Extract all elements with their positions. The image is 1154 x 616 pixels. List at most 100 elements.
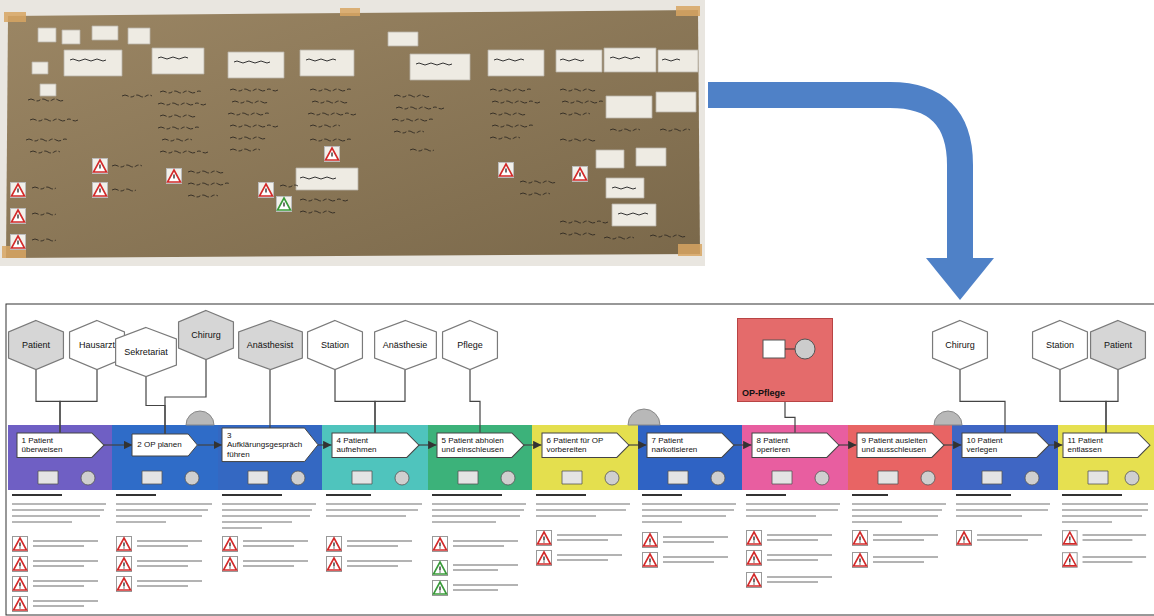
step-label: 9 Patient ausleiten und ausschleusen (862, 436, 928, 454)
photo-wall (0, 0, 705, 266)
connector (785, 402, 795, 433)
risk-item (117, 577, 203, 592)
connector (146, 377, 165, 434)
hexagon-shape (238, 321, 302, 370)
diagram-frame (6, 304, 1154, 615)
warning-icon (11, 209, 26, 224)
risk-item (433, 537, 519, 552)
connector (165, 360, 206, 434)
process-step: 2 OP planen (132, 434, 197, 456)
hexagon-shape (308, 321, 363, 370)
system-symbol (795, 339, 815, 359)
actor-hexagon: Station (1032, 320, 1088, 370)
risk-item (13, 597, 99, 612)
connector (1106, 370, 1118, 433)
phase-band (848, 425, 952, 490)
step-label: 1 Patient überweisen (22, 436, 88, 454)
hexagon-shape (1091, 321, 1146, 370)
actor-hexagon: Patient (1090, 320, 1146, 370)
warning-icon (167, 169, 182, 184)
hexagon-shape (9, 321, 64, 370)
role-panel: OP-Pflege (737, 318, 833, 402)
actor-hexagon: Sekretariat (115, 327, 177, 377)
step-label: 2 OP planen (137, 440, 181, 449)
system-symbol (81, 471, 1139, 485)
risk-item (747, 573, 833, 588)
connector (629, 444, 647, 445)
brown-paper (6, 10, 700, 258)
hex-label: Station (1046, 340, 1074, 350)
risk-item (853, 531, 939, 546)
phase-band (428, 425, 532, 490)
actor-hexagon: Anästhesist (238, 320, 303, 370)
connector (36, 370, 60, 433)
step-label: 4 Patient aufnehmen (337, 436, 403, 454)
actor-hexagon: Station (307, 320, 363, 370)
step-arrow-shape (542, 433, 629, 457)
document-symbol (763, 340, 785, 358)
step-label: 3 Aufklärungsgespräch führen (227, 431, 293, 459)
description-text-lines (12, 504, 1148, 528)
hexagon-shape (443, 321, 498, 370)
risk-item (117, 557, 203, 572)
process-step: 11 Patient entlassen (1063, 433, 1150, 457)
actor-hexagon: Chirurg (932, 320, 988, 370)
handwriting-scribbles (26, 89, 690, 241)
connector (470, 370, 480, 433)
step-arrow-shape (647, 433, 734, 457)
hexagon-shape (116, 328, 177, 377)
risk-item (327, 557, 413, 572)
risk-item (957, 531, 1043, 546)
process-step: 5 Patient abholen und einschleusen (437, 433, 524, 457)
step-arrow-shape (1063, 433, 1150, 457)
warning-icon (325, 147, 340, 162)
hexagon-shape (374, 321, 436, 370)
phase-band (112, 425, 218, 490)
process-step: 9 Patient ausleiten und ausschleusen (857, 433, 944, 457)
step-arrow-shape (437, 433, 524, 457)
measure-item (433, 561, 519, 576)
tape-strips (2, 6, 702, 258)
step-arrow-shape (17, 433, 104, 457)
hexagon-shape (933, 321, 988, 370)
risk-item (643, 553, 729, 568)
connector (375, 370, 405, 433)
panel-label: OP-Pflege (742, 388, 785, 398)
connector (944, 444, 962, 445)
risk-item (537, 551, 623, 566)
step-arrow-shape (332, 433, 419, 457)
phase-band (322, 425, 428, 490)
connector (335, 370, 375, 433)
process-step: 4 Patient aufnehmen (332, 433, 419, 457)
warning-icon (93, 183, 108, 198)
process-step: 3 Aufklärungsgespräch führen (222, 428, 318, 462)
risk-item (1062, 531, 1146, 546)
risk-item (13, 537, 99, 552)
actor-hexagon: Pflege (442, 320, 498, 370)
hex-label: Station (321, 340, 349, 350)
hex-label: Patient (1104, 340, 1132, 350)
warning-icon (11, 235, 26, 250)
process-step: 7 Patient narkotisieren (647, 433, 734, 457)
step-label: 6 Patient für OP vorbereiten (547, 436, 613, 454)
risk-item (537, 531, 623, 546)
warning-icon (573, 167, 588, 182)
actor-hexagon: Chirurg (178, 310, 234, 360)
warning-icon (93, 159, 108, 174)
risk-item (853, 553, 939, 568)
step-label: 5 Patient abholen und einschleusen (442, 436, 508, 454)
risk-item (747, 531, 833, 546)
phase-band (638, 425, 742, 490)
note-handwriting (70, 57, 680, 215)
phase-band (742, 425, 848, 490)
process-step: 8 Patient operieren (752, 433, 839, 457)
risk-item (13, 577, 99, 592)
hex-label: Chirurg (191, 330, 221, 340)
measure-item (433, 581, 519, 596)
connector (60, 370, 97, 433)
connector (198, 444, 222, 445)
connector (318, 444, 332, 445)
step-arrow-shape (752, 433, 839, 457)
